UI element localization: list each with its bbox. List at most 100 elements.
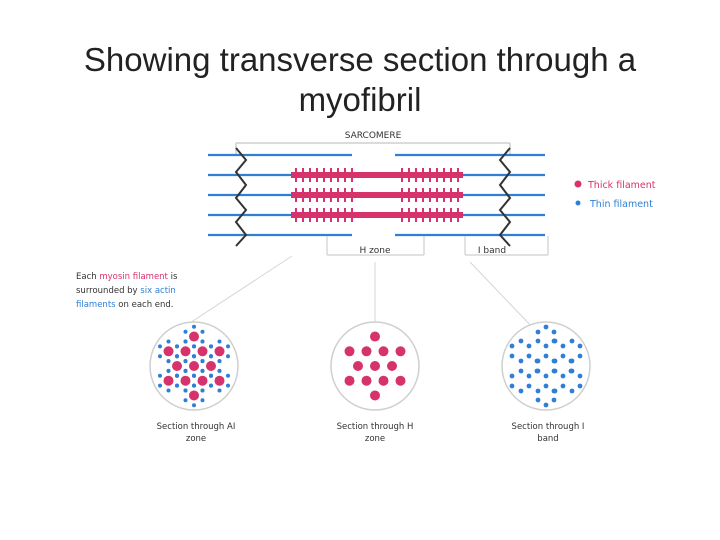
thin-filament-dot [535, 338, 541, 344]
thin-filament-dot [166, 359, 171, 364]
section-caption-2-line-1: Section through H [337, 422, 414, 432]
thin-filament-dot [568, 358, 574, 364]
thick-filament-dot [180, 375, 191, 386]
thin-filament-dot [552, 368, 558, 374]
thin-filament-dot [543, 383, 549, 389]
sarcomere-label: SARCOMERE [345, 131, 402, 141]
thin-filament-dot [535, 397, 541, 403]
h-zone-marker [326, 236, 425, 256]
slide-title: Showing transverse section through a myo… [0, 40, 720, 120]
thin-filament-dot [551, 358, 557, 364]
thin-filament-dot [217, 368, 222, 373]
thin-filament-dot [560, 373, 566, 379]
svg-text:surrounded by six actin: surrounded by six actin [76, 286, 176, 296]
title-line-2: myofibril [298, 81, 422, 118]
thin-filament-dot [158, 383, 162, 388]
thin-filament-dot [535, 368, 541, 374]
thick-filament-dot [378, 375, 389, 386]
thin-filament-legend-swatch [575, 200, 581, 206]
thick-filament-dot [214, 346, 225, 357]
thin-filament-dot [551, 388, 557, 394]
z-line-left [234, 147, 248, 247]
thin-filament-dot [509, 373, 515, 379]
thin-filament-dot [183, 329, 188, 334]
thin-filament-dot [209, 383, 213, 388]
thick-filament-dot [387, 361, 397, 371]
thin-filament-dot [535, 329, 541, 335]
thin-filament-dot [526, 343, 532, 349]
thin-filament-dot [217, 388, 222, 393]
thick-filament-legend-swatch [574, 180, 582, 188]
thin-filament-dot [158, 344, 162, 349]
thick-filament-dot [189, 331, 199, 342]
thin-filament-dot [577, 343, 583, 349]
thin-filament-dot [577, 353, 583, 359]
thin-filament-dot [534, 358, 540, 364]
thin-filament-dot [175, 354, 179, 359]
thick-filament-legend-label: Thick filament [587, 180, 656, 191]
thin-filament-dot [518, 358, 524, 364]
thin-filament-dot [569, 388, 575, 394]
thin-filament-dot [569, 368, 575, 374]
cross-section-a-band [149, 321, 239, 411]
thick-filament-dot [197, 375, 208, 386]
thin-filament-dot [569, 338, 575, 344]
thin-filament-dot [192, 354, 196, 359]
svg-text:filaments on each end.: filaments on each end. [76, 300, 174, 310]
i-band-label: I band [478, 246, 506, 256]
thin-filament-dot [518, 368, 524, 374]
thick-filament-dot [172, 361, 182, 371]
thin-filament-dot [183, 339, 188, 344]
thin-filament-dot [166, 388, 171, 393]
section-caption-1-line-1: Section through AI [157, 422, 236, 432]
thin-filament-dot [192, 324, 196, 329]
thin-filament-dot [526, 353, 532, 359]
thin-filament-dot [509, 383, 515, 389]
cross-section-h-zone [330, 321, 420, 411]
thin-filament-dot [200, 359, 205, 364]
thin-filament-dot [200, 388, 205, 393]
sarcomere-bracket [235, 142, 511, 155]
myosin-note: Each myosin filament is surrounded by si… [76, 272, 178, 310]
thin-filament-dot [552, 338, 558, 344]
thick-filament-dot [395, 375, 406, 386]
thin-filament-dot [209, 373, 213, 378]
thin-filament-dot [518, 338, 524, 344]
thin-filament-dot [175, 344, 179, 349]
thick-filament-dot [370, 331, 380, 342]
thick-filament-dot [180, 346, 191, 357]
thin-filament-dot [509, 343, 515, 349]
thick-filament-dot [189, 361, 199, 371]
thin-filament-dot [183, 359, 188, 364]
thick-filament-dot [353, 361, 363, 371]
thin-filament-dot [543, 353, 549, 359]
thin-filament-dot [526, 373, 532, 379]
h-zone-label: H zone [359, 246, 391, 256]
thin-filament-dot [175, 373, 179, 378]
thin-filament-dot [200, 368, 205, 373]
thin-filament-dot [526, 383, 532, 389]
thick-filament-dot [214, 375, 225, 386]
thin-filament-dot [543, 402, 549, 408]
thin-filament-dot [200, 398, 205, 403]
thin-filament-dot [183, 368, 188, 373]
thick-filament-dot [344, 346, 355, 357]
thick-filament-dot [189, 390, 199, 401]
thin-filament-dot [543, 343, 549, 349]
svg-text:Each myosin filament is: Each myosin filament is [76, 272, 178, 282]
thin-filament-dot [226, 383, 230, 388]
section-caption-3-line-2: band [537, 434, 558, 444]
thin-filament-dot [226, 354, 230, 359]
thin-filament-dot [560, 353, 566, 359]
section-connectors [169, 255, 536, 337]
thin-filament-dot [192, 383, 196, 388]
thick-filament-dot [361, 346, 372, 357]
z-line-right [498, 147, 512, 247]
thin-filament-dot [217, 339, 222, 344]
thin-filament-dot [158, 373, 162, 378]
thick-filament-dot [378, 346, 389, 357]
thin-filament-dot [535, 388, 541, 394]
thin-filament-dot [183, 398, 188, 403]
thin-filament-dot [518, 388, 524, 394]
